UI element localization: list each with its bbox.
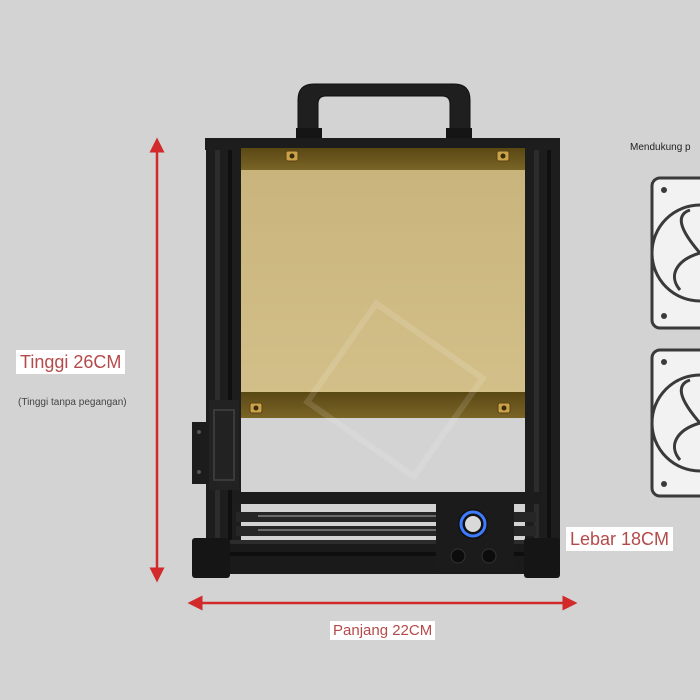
usb-port-right	[481, 548, 497, 564]
usb-port-left	[450, 548, 466, 564]
right-post	[525, 140, 560, 560]
height-note: (Tinggi tanpa pegangan)	[18, 397, 127, 408]
power-button-icon	[458, 509, 488, 539]
acrylic-panel	[240, 148, 525, 418]
watermark	[303, 299, 487, 481]
top-rail	[205, 138, 560, 150]
width-label: Lebar 18CM	[566, 527, 674, 551]
height-label: Tinggi 26CM	[16, 350, 126, 374]
fan-support-note: Mendukung p	[630, 142, 691, 153]
length-label: Panjang 22CM	[330, 621, 436, 640]
base-frame	[192, 492, 560, 578]
gpu-bracket	[192, 400, 239, 490]
frame-handle	[296, 83, 472, 142]
fan-icon	[650, 176, 700, 330]
fan-icon	[650, 348, 700, 498]
